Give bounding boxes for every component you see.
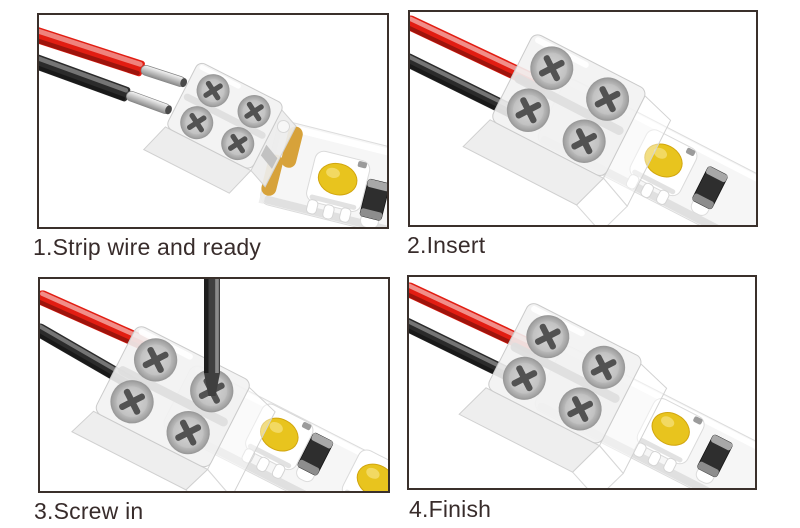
red-wire — [410, 15, 550, 93]
red-wire — [39, 26, 189, 89]
stripped-wire-tip — [139, 63, 189, 89]
screw-connector — [142, 62, 297, 194]
solder-pad — [281, 126, 303, 168]
red-wire — [409, 282, 544, 357]
clamp-hole — [276, 119, 290, 133]
solder-pad — [261, 154, 283, 196]
step-2-label: 2.Insert — [407, 232, 486, 258]
step-1-label: 1.Strip wire and ready — [33, 234, 262, 260]
screwdriver — [204, 279, 220, 396]
step-4-frame — [407, 275, 757, 490]
screw-connector — [458, 303, 668, 488]
step-3-illustration — [40, 279, 388, 491]
step-3-label: 3.Screw in — [34, 498, 144, 524]
step-2-frame — [408, 10, 758, 227]
step-4-label: 4.Finish — [409, 496, 492, 522]
step-1-illustration — [39, 26, 387, 227]
step-1-frame — [37, 13, 389, 229]
stripped-wire-tip — [124, 89, 174, 117]
step-4-illustration — [409, 282, 755, 488]
step-2-illustration — [410, 15, 756, 225]
black-wire — [39, 52, 174, 117]
step-3-frame — [38, 277, 390, 493]
black-wire — [409, 317, 523, 385]
screw-connector — [462, 34, 672, 225]
